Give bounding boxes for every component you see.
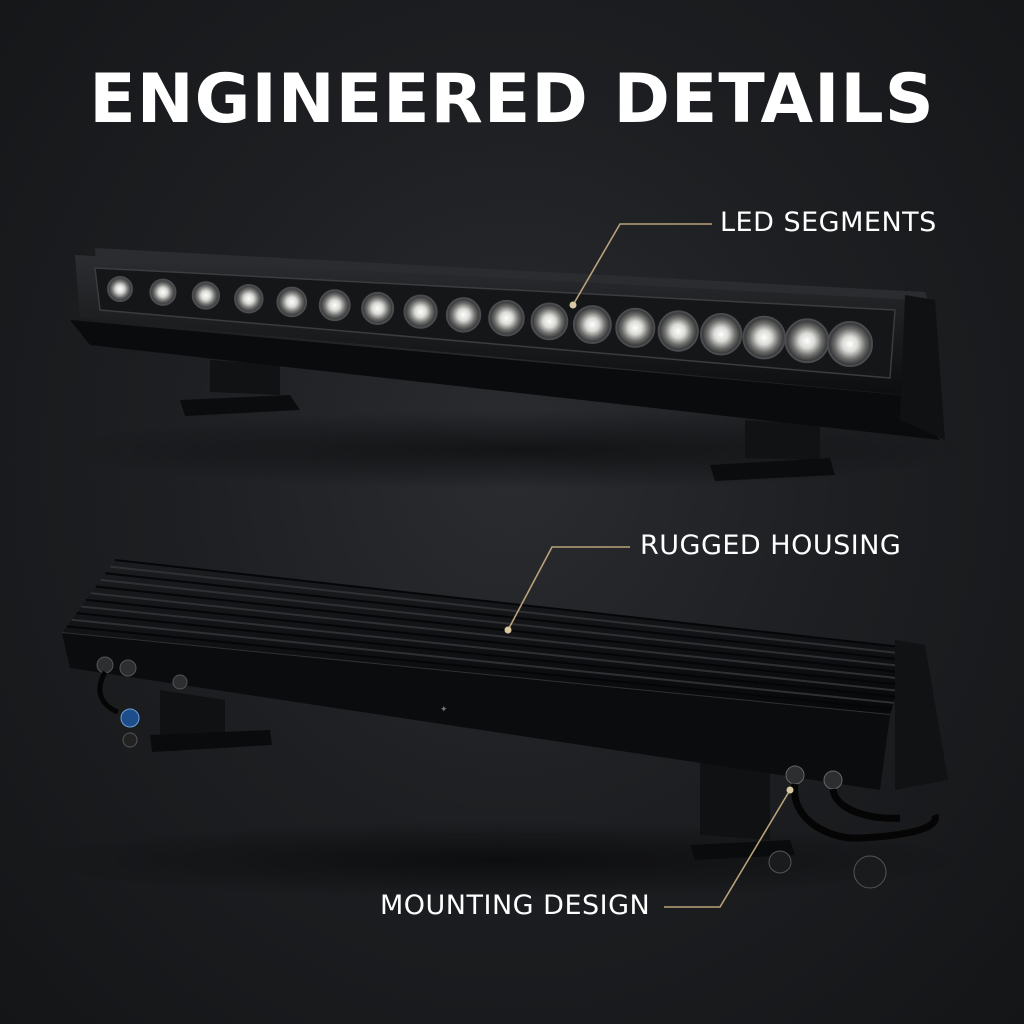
led-segments bbox=[107, 276, 873, 367]
page-title: ENGINEERED DETAILS bbox=[89, 60, 935, 139]
bottom-housing-bar: ✦ bbox=[30, 559, 970, 900]
connector-icon bbox=[120, 708, 140, 728]
led-lens bbox=[445, 297, 482, 333]
cable-icon bbox=[97, 670, 120, 715]
connector-icon bbox=[119, 659, 137, 677]
connector-icon bbox=[768, 850, 792, 874]
housing-fin bbox=[71, 618, 894, 704]
led-lens bbox=[827, 321, 873, 367]
rugged-housing-leader-line bbox=[507, 546, 630, 631]
right-connectors bbox=[768, 765, 939, 889]
housing-fin bbox=[66, 625, 892, 710]
led-lens bbox=[784, 318, 830, 364]
led-lens bbox=[742, 315, 786, 360]
mounting-design-leader-line bbox=[664, 789, 791, 908]
top-led-bar bbox=[60, 248, 980, 490]
top-bar-end-cap bbox=[900, 295, 945, 440]
left-mounting-foot bbox=[180, 360, 300, 416]
led-lens bbox=[191, 281, 221, 310]
led-lens bbox=[572, 305, 612, 345]
logo-mark-icon: ✦ bbox=[440, 705, 448, 715]
connector-icon bbox=[172, 674, 188, 690]
connector-icon bbox=[823, 770, 843, 790]
housing-fin bbox=[110, 565, 909, 656]
housing-fin bbox=[114, 559, 911, 649]
led-lens bbox=[361, 291, 395, 325]
cable-icon bbox=[829, 788, 901, 822]
rugged-housing-label: RUGGED HOUSING bbox=[640, 530, 902, 561]
led-lens bbox=[699, 313, 743, 356]
callout-lines bbox=[504, 223, 794, 908]
led-lens bbox=[318, 289, 351, 322]
cable-icon bbox=[791, 783, 939, 842]
led-lens bbox=[530, 302, 569, 341]
led-segments-label: LED SEGMENTS bbox=[720, 207, 937, 238]
connector-icon bbox=[853, 855, 887, 889]
connector-icon bbox=[96, 656, 114, 674]
led-lens bbox=[615, 307, 656, 348]
rugged-housing-pointer-dot bbox=[504, 626, 512, 634]
connector-icon bbox=[785, 765, 805, 785]
led-lens bbox=[488, 299, 525, 337]
left-connectors bbox=[96, 656, 188, 748]
housing-fin bbox=[81, 605, 898, 692]
housing-fin bbox=[95, 585, 903, 674]
mounting-design-pointer-dot bbox=[786, 786, 794, 794]
housing-fin bbox=[90, 592, 902, 680]
led-lens bbox=[107, 276, 133, 302]
bottom-bar-end-cap bbox=[895, 640, 948, 790]
housing-fin bbox=[105, 572, 907, 662]
right-mounting-foot bbox=[710, 420, 835, 481]
housing-fin bbox=[100, 578, 905, 668]
connector-icon bbox=[122, 732, 138, 748]
mounting-design-label: MOUNTING DESIGN bbox=[380, 890, 651, 921]
right-bracket bbox=[690, 760, 795, 860]
led-lens bbox=[276, 286, 308, 318]
housing-fin bbox=[85, 598, 900, 686]
led-lens bbox=[403, 294, 438, 329]
housing-fin bbox=[76, 612, 896, 698]
led-lens bbox=[234, 283, 264, 314]
led-segments-leader-line bbox=[572, 223, 712, 306]
left-bracket bbox=[150, 690, 272, 752]
led-lens bbox=[149, 278, 177, 306]
led-segments-pointer-dot bbox=[569, 301, 577, 309]
led-lens bbox=[657, 310, 699, 352]
